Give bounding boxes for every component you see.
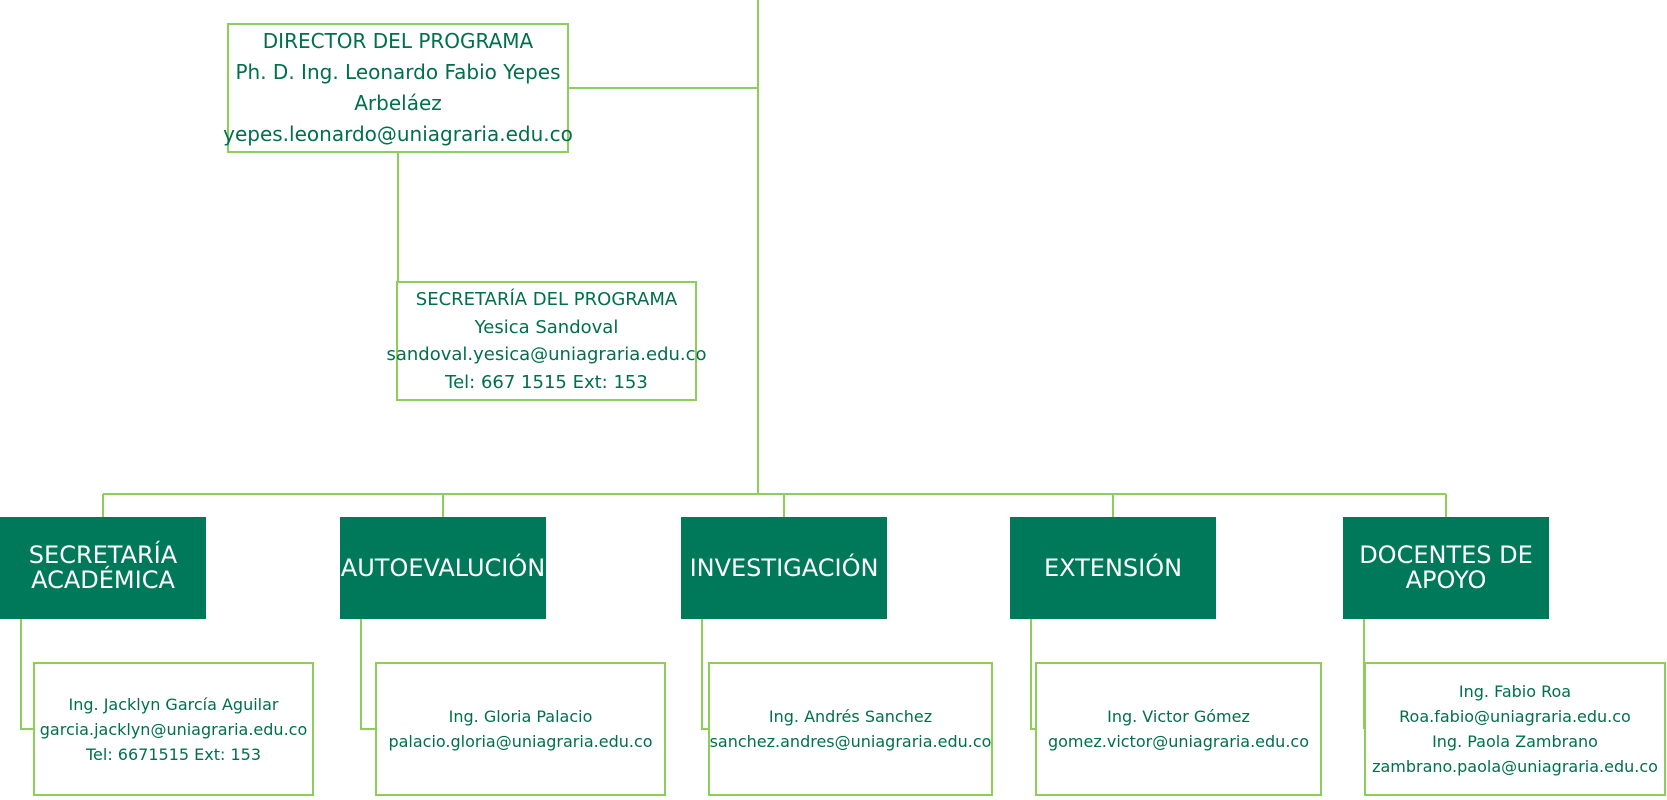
contact-name: Ing. Andrés Sanchez <box>768 707 933 726</box>
program-secretary-box: SECRETARÍA DEL PROGRAMA Yesica Sandoval … <box>386 281 707 401</box>
contact-email: zambrano.paola@uniagraria.edu.co <box>1372 757 1658 776</box>
director-box: DIRECTOR DEL PROGRAMA Ph. D. Ing. Leonar… <box>223 23 573 153</box>
department-label: AUTOEVALUCIÓN <box>340 553 546 582</box>
contact-box-autoevaluacion: Ing. Gloria Palacio palacio.gloria@uniag… <box>375 662 666 796</box>
director-title: DIRECTOR DEL PROGRAMA <box>262 29 534 53</box>
contact-email: gomez.victor@uniagraria.edu.co <box>1047 732 1309 751</box>
contact-name: Ing. Fabio Roa <box>1458 682 1572 701</box>
director-surname: Arbeláez <box>354 91 442 115</box>
director-email: yepes.leonardo@uniagraria.edu.co <box>223 122 573 146</box>
department-box-secretaria-academica: SECRETARÍA ACADÉMICA <box>0 517 206 619</box>
secretary-phone: Tel: 667 1515 Ext: 153 <box>445 371 648 393</box>
secretary-name: Yesica Sandoval <box>474 316 619 338</box>
department-box-docentes-de-apoyo: DOCENTES DE APOYO <box>1343 517 1549 619</box>
contact-box-extension: Ing. Victor Gómez gomez.victor@uniagrari… <box>1035 662 1322 796</box>
contact-box-docentes-de-apoyo: Ing. Fabio Roa Roa.fabio@uniagraria.edu.… <box>1364 662 1666 796</box>
contact-email: sanchez.andres@uniagraria.edu.co <box>709 732 992 751</box>
department-label: APOYO <box>1405 566 1487 594</box>
elbow-line <box>20 619 33 730</box>
elbow-line <box>360 619 375 730</box>
department-box-investigacion: INVESTIGACIÓN <box>681 517 887 619</box>
contact-email: palacio.gloria@uniagraria.edu.co <box>388 732 653 751</box>
department-label: INVESTIGACIÓN <box>689 553 879 582</box>
contact-box-investigacion: Ing. Andrés Sanchez sanchez.andres@uniag… <box>708 662 993 796</box>
contact-name: Ing. Victor Gómez <box>1107 707 1250 726</box>
elbow-line <box>1030 619 1035 730</box>
department-label: DOCENTES DE <box>1359 541 1533 569</box>
department-label: SECRETARÍA <box>28 541 178 569</box>
elbow-line <box>701 619 708 730</box>
department-box-extension: EXTENSIÓN <box>1010 517 1216 619</box>
contact-phone: Tel: 6671515 Ext: 153 <box>85 744 262 764</box>
secretary-title: SECRETARÍA DEL PROGRAMA <box>415 289 678 310</box>
contact-name: Ing. Paola Zambrano <box>1432 732 1598 751</box>
director-name: Ph. D. Ing. Leonardo Fabio Yepes <box>235 60 561 84</box>
contact-email: Roa.fabio@uniagraria.edu.co <box>1399 707 1631 726</box>
contact-name: Ing. Gloria Palacio <box>448 707 593 726</box>
contact-name: Ing. Jacklyn García Aguilar <box>68 694 279 714</box>
contact-email: garcia.jacklyn@uniagraria.edu.co <box>39 719 308 739</box>
secretary-email: sandoval.yesica@uniagraria.edu.co <box>386 344 707 365</box>
department-box-autoevaluacion: AUTOEVALUCIÓN <box>340 517 546 619</box>
department-label: ACADÉMICA <box>31 566 175 594</box>
contact-box-secretaria-academica: Ing. Jacklyn García Aguilar garcia.jackl… <box>33 662 314 796</box>
department-label: EXTENSIÓN <box>1043 553 1183 582</box>
